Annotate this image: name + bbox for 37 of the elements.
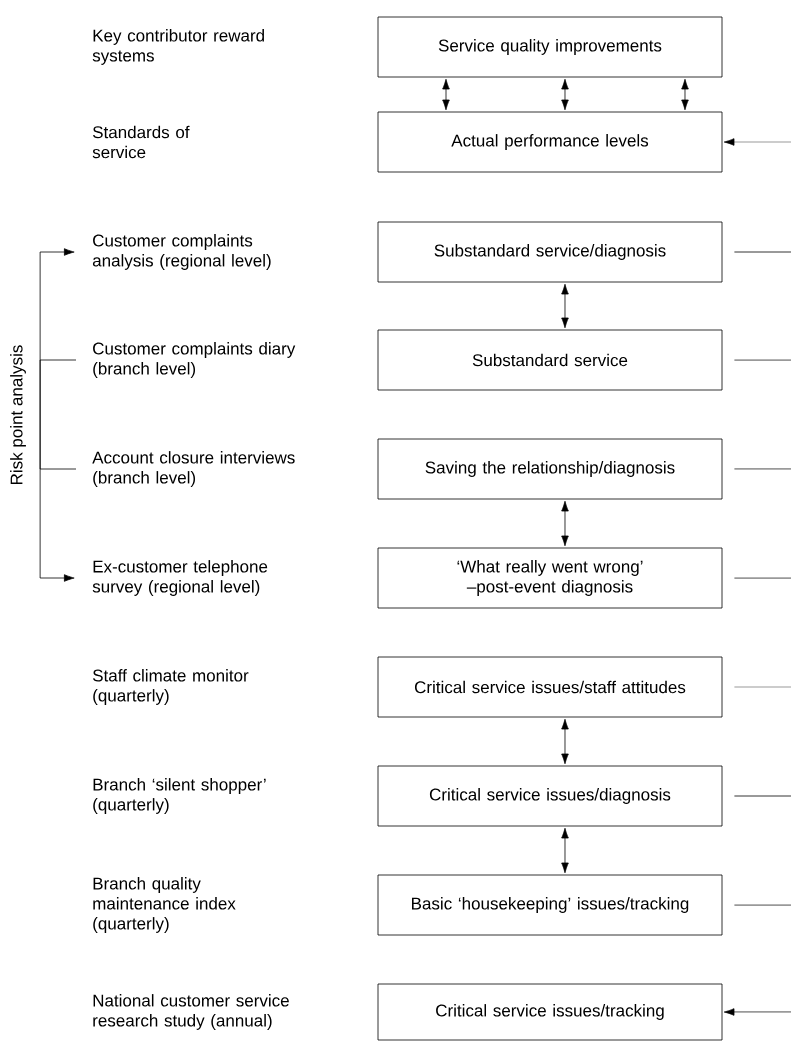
process-box: Basic ‘housekeeping’ issues/tracking [377,874,723,936]
output-line [734,795,791,797]
process-box: Critical service issues/tracking [377,983,723,1041]
source-label: Ex-customer telephone survey (regional level) [92,560,268,596]
source-label: National customer service research study (annual) [93,994,289,1030]
process-box: Substandard service/diagnosis [377,221,723,283]
source-label: Standards of service [92,125,190,159]
source-label: Staff climate monitor (quarterly) [92,669,249,705]
process-box: ‘What really went wrong’ –post-event diagnosis [377,547,723,609]
process-box: Critical service issues/diagnosis [377,765,723,827]
source-label: Branch ‘silent shopper’ (quarterly) [93,778,266,814]
process-box: Critical service issues/staff attitudes [377,656,723,718]
double-arrow [561,827,569,874]
output-line [734,468,791,470]
bracket-line [39,359,77,416]
bracket-arrow [39,414,75,582]
process-box: Substandard service [377,329,723,391]
output-line [734,577,791,579]
process-box: Saving the relationship/diagnosis [377,438,723,500]
source-label: Customer complaints diary (branch level) [93,342,296,378]
double-arrow [561,718,569,765]
output-line [734,904,791,906]
double-arrow [561,283,569,329]
double-arrow [681,78,689,111]
bracket-label: Risk point analysis [10,345,26,484]
process-box: Actual performance levels [377,111,723,173]
double-arrow [561,500,569,547]
process-box: Service quality improvements [377,16,723,78]
source-label: Account closure interviews (branch level) [92,451,295,487]
double-arrow [442,78,450,111]
output-line [734,251,791,253]
source-label: Branch quality maintenance index (quarterly) [93,877,236,933]
output-line [734,359,791,361]
arrow [723,1008,791,1016]
source-label: Key contributor reward systems [92,29,264,65]
double-arrow [561,78,569,111]
source-label: Customer complaints analysis (regional level) [92,234,271,270]
